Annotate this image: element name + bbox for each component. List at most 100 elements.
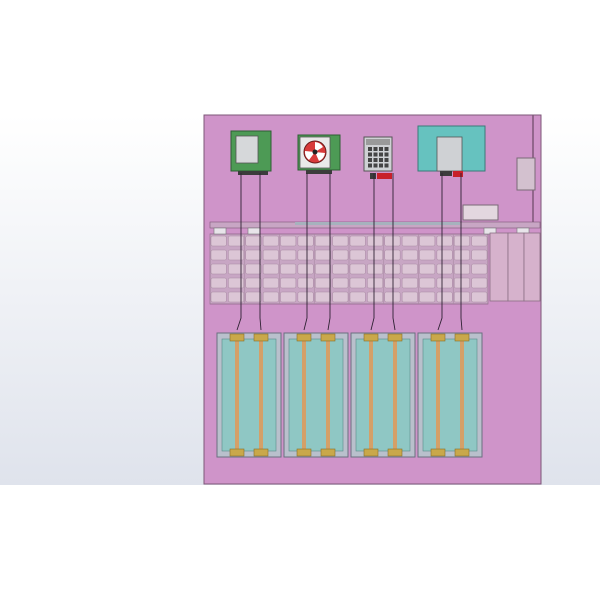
- keypad-key: [373, 152, 378, 157]
- terminal-block: [384, 263, 401, 275]
- terminal-block: [297, 277, 314, 289]
- teal-cabinet-device[interactable]: [417, 125, 486, 177]
- keypad-key: [368, 163, 372, 168]
- bus-bar: [436, 337, 440, 453]
- keypad-key: [379, 163, 383, 168]
- terminal-block: [401, 277, 418, 289]
- terminal-block-field: [209, 227, 530, 305]
- box-icon: [235, 135, 259, 164]
- wire: [460, 173, 463, 331]
- terminal-block: [471, 291, 488, 303]
- wire-harness: [236, 173, 463, 331]
- terminal-block: [280, 263, 297, 275]
- green-enclosure-device[interactable]: [230, 130, 272, 175]
- keypad-controller[interactable]: [363, 136, 393, 179]
- terminal-block: [436, 263, 453, 275]
- fan-unit[interactable]: [297, 134, 341, 174]
- bus-bar: [369, 337, 373, 453]
- bus-bar: [460, 337, 464, 453]
- module-window: [422, 338, 478, 452]
- box-icon: [436, 136, 463, 172]
- terminal-block: [454, 291, 470, 303]
- junction-box: [516, 157, 536, 191]
- terminal-block: [315, 277, 331, 289]
- terminal-block: [315, 263, 331, 275]
- terminal-block: [245, 277, 262, 289]
- terminal-block: [384, 277, 401, 289]
- wire: [259, 173, 262, 331]
- terminal-block: [315, 291, 331, 303]
- module-window: [221, 338, 277, 452]
- duct-cover: [295, 222, 460, 225]
- keypad-key: [368, 152, 372, 157]
- terminal-block: [210, 249, 227, 261]
- terminal-block: [349, 291, 366, 303]
- keypad-key: [373, 147, 378, 151]
- terminal-block: [297, 263, 314, 275]
- terminal-block: [384, 291, 401, 303]
- keypad-key: [379, 152, 383, 157]
- wire: [327, 173, 331, 331]
- terminal-block: [349, 249, 366, 261]
- duct-clip: [247, 227, 261, 235]
- right-breaker-group: [489, 232, 541, 302]
- terminal-block: [332, 263, 349, 275]
- wire: [437, 173, 443, 331]
- terminal-block: [401, 291, 418, 303]
- bus-clamp: [253, 333, 269, 342]
- terminal-block: [297, 249, 314, 261]
- bus-clamp: [320, 448, 336, 457]
- terminal-block: [454, 277, 470, 289]
- battery-module: [350, 332, 416, 458]
- terminal-block: [436, 277, 453, 289]
- bus-clamp: [296, 448, 312, 457]
- terminal-block: [332, 277, 349, 289]
- terminal-block: [228, 277, 244, 289]
- terminal-block: [262, 277, 279, 289]
- terminal-block: [471, 277, 488, 289]
- module-window: [355, 338, 411, 452]
- terminal-block: [245, 235, 262, 247]
- terminal-block: [419, 263, 436, 275]
- terminal-block: [454, 263, 470, 275]
- bus-clamp: [229, 448, 245, 457]
- bus-bar: [302, 337, 306, 453]
- keypad-key: [384, 147, 389, 151]
- terminal-block: [367, 263, 383, 275]
- bus-clamp: [387, 448, 403, 457]
- terminal-block: [401, 263, 418, 275]
- terminal-block: [419, 235, 436, 247]
- bus-clamp: [296, 333, 312, 342]
- terminal-block: [228, 235, 244, 247]
- keypad-key: [373, 158, 378, 162]
- bus-clamp: [430, 448, 446, 457]
- terminal-block: [228, 263, 244, 275]
- terminal-block: [419, 249, 436, 261]
- duct-clip: [213, 227, 227, 235]
- terminal-block: [262, 235, 279, 247]
- bus-clamp: [363, 333, 379, 342]
- terminal-block: [367, 235, 383, 247]
- terminal-block: [471, 263, 488, 275]
- bus-bar: [393, 337, 397, 453]
- bus-clamp: [430, 333, 446, 342]
- keypad-key: [373, 163, 378, 168]
- keypad-key: [384, 163, 389, 168]
- terminal-block: [210, 235, 227, 247]
- keypad-key: [368, 158, 372, 162]
- terminal-block: [471, 249, 488, 261]
- terminal-block: [280, 291, 297, 303]
- terminal-block: [228, 249, 244, 261]
- keypad-key: [379, 147, 383, 151]
- terminal-block: [471, 235, 488, 247]
- battery-modules: [216, 332, 483, 458]
- terminal-block: [401, 235, 418, 247]
- terminal-block: [262, 263, 279, 275]
- breaker-box: [462, 204, 499, 221]
- terminal-block: [384, 235, 401, 247]
- battery-module: [283, 332, 349, 458]
- terminal-block: [245, 263, 262, 275]
- terminal-block: [262, 291, 279, 303]
